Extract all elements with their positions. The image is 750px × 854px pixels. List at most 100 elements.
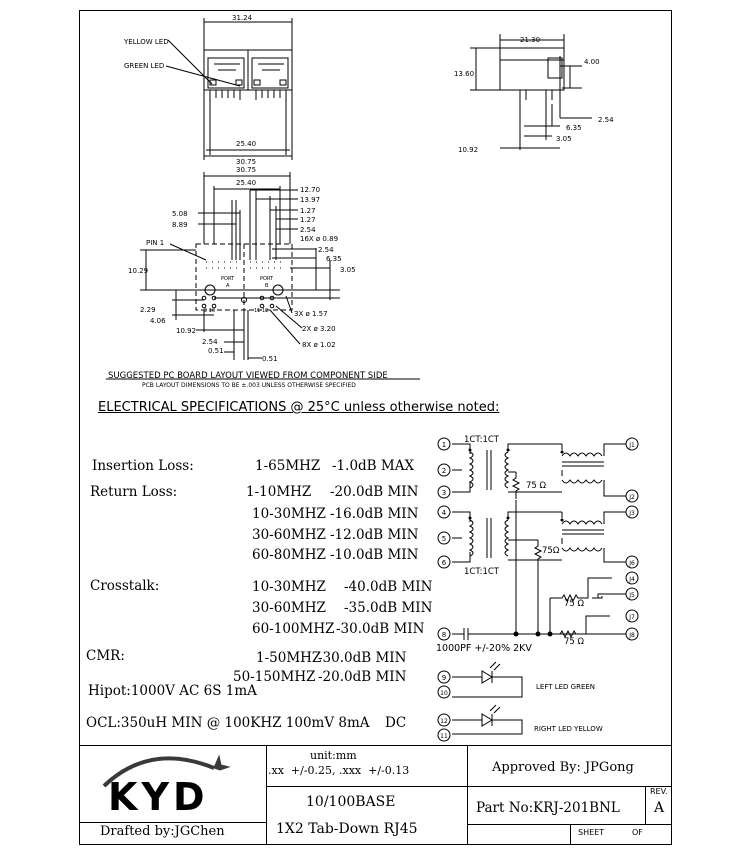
dim-front-overall: 30.75 bbox=[236, 158, 256, 166]
pin-label: 6 bbox=[442, 559, 447, 567]
rev-value: A bbox=[654, 800, 665, 816]
pin-label: 8 bbox=[442, 631, 446, 639]
product-name: 10/100BASE bbox=[306, 794, 396, 810]
ocl-dc: DC bbox=[385, 715, 407, 731]
hipot-spec: Hipot:1000V AC 6S 1mA bbox=[88, 683, 257, 699]
pin-label: 12 bbox=[440, 718, 448, 725]
sheet-border bbox=[79, 10, 672, 845]
insertion-loss-value: -1.0dB MAX bbox=[332, 458, 415, 474]
drafted-by: Drafted by:JGChen bbox=[100, 824, 225, 839]
crosstalk-value: -35.0dB MIN bbox=[344, 600, 433, 616]
dim-layout-r6: 2.54 bbox=[318, 246, 334, 254]
dim-layout-holes16: 16X ø 0.89 bbox=[300, 235, 338, 243]
label-pins-9-10: 9 10 bbox=[204, 308, 215, 314]
dim-layout-b3: 0.51 bbox=[262, 355, 278, 363]
pin-label: 1 bbox=[442, 441, 446, 449]
dim-layout-l3: 10.29 bbox=[128, 267, 148, 275]
crosstalk-freq: 60-100MHZ bbox=[252, 621, 335, 637]
logo-star-icon bbox=[213, 754, 231, 771]
label-yellow-led: YELLOW LED bbox=[123, 38, 169, 46]
pin-label: 9 bbox=[442, 674, 446, 682]
tolerance-label: .xx +/-0.25, .xxx +/-0.13 bbox=[268, 764, 410, 777]
approved-by: Approved By: JPGong bbox=[492, 760, 634, 775]
dim-front-pitch: 25.40 bbox=[236, 140, 256, 148]
dim-layout-l5: 4.06 bbox=[150, 317, 166, 325]
label-port-a: PORT bbox=[221, 276, 235, 282]
dim-layout-w2: 25.40 bbox=[236, 179, 256, 187]
pcb-layout bbox=[106, 172, 420, 380]
dim-side-d3: 3.05 bbox=[556, 135, 572, 143]
part-number: Part No:KRJ-201BNL bbox=[476, 800, 620, 816]
pin-label: 11 bbox=[440, 733, 448, 740]
pin-label: 2 bbox=[442, 467, 446, 475]
return-loss-value: -16.0dB MIN bbox=[330, 506, 419, 522]
r75-label-a: 75 Ω bbox=[526, 481, 547, 491]
insertion-loss-label: Insertion Loss: bbox=[92, 458, 194, 474]
return-loss-freq: 1-10MHZ bbox=[246, 484, 312, 500]
dim-layout-b1: 2.54 bbox=[202, 338, 218, 346]
insertion-loss-freq: 1-65MHZ bbox=[255, 458, 321, 474]
dim-layout-l4: 2.29 bbox=[140, 306, 156, 314]
side-view bbox=[470, 34, 592, 150]
dim-layout-r7: 6.35 bbox=[326, 255, 342, 263]
label-pin1: PIN 1 bbox=[146, 239, 164, 247]
schematic bbox=[437, 437, 639, 742]
return-loss-label: Return Loss: bbox=[90, 484, 178, 500]
crosstalk-label: Crosstalk: bbox=[90, 578, 160, 594]
layout-title: SUGGESTED PC BOARD LAYOUT VIEWED FROM CO… bbox=[108, 371, 388, 381]
label-port-b2: B bbox=[265, 283, 269, 289]
return-loss-freq: 30-60MHZ bbox=[252, 527, 326, 543]
cmr-value: -20.0dB MIN bbox=[318, 669, 407, 685]
dim-layout-w1: 30.75 bbox=[236, 166, 256, 174]
return-loss-freq: 60-80MHZ bbox=[252, 547, 326, 563]
r75-label-b: 75Ω bbox=[542, 546, 560, 556]
dim-layout-l1: 5.08 bbox=[172, 210, 188, 218]
label-port-a2: A bbox=[226, 283, 230, 289]
cmr-label: CMR: bbox=[86, 648, 125, 664]
dim-side-d1: 2.54 bbox=[598, 116, 614, 124]
pin-label: J2 bbox=[628, 494, 635, 501]
return-loss-value: -20.0dB MIN bbox=[330, 484, 419, 500]
pin-label: 3 bbox=[442, 489, 446, 497]
dim-layout-r4: 1.27 bbox=[300, 216, 316, 224]
dim-layout-r5: 2.54 bbox=[300, 226, 316, 234]
rev-label: REV. bbox=[650, 787, 668, 796]
units-label: unit:mm bbox=[310, 749, 357, 762]
pin-label: J1 bbox=[628, 442, 635, 449]
return-loss-value: -10.0dB MIN bbox=[330, 547, 419, 563]
pin-label: 10 bbox=[440, 690, 448, 697]
dim-front-width: 31.24 bbox=[232, 14, 253, 22]
crosstalk-freq: 30-60MHZ bbox=[252, 600, 326, 616]
front-view bbox=[165, 18, 293, 160]
dim-layout-l6: 10.92 bbox=[176, 327, 196, 335]
ct-label-2: 1CT:1CT bbox=[464, 567, 500, 577]
pin-circles-left bbox=[437, 437, 451, 742]
cmr-freq: 50-150MHZ bbox=[233, 669, 316, 685]
sheet-label: SHEET bbox=[578, 828, 605, 837]
pin-label: J5 bbox=[628, 592, 635, 599]
r75-label-c: 75 Ω bbox=[564, 599, 585, 609]
pin-circles-right bbox=[625, 437, 639, 641]
of-label: OF bbox=[632, 828, 643, 837]
r75-label-d: 75 Ω bbox=[564, 637, 585, 647]
dim-layout-r8: 3.05 bbox=[340, 266, 356, 274]
pin-label: 5 bbox=[442, 535, 446, 543]
pin-label: J6 bbox=[628, 560, 635, 567]
dim-side-width: 21.30 bbox=[520, 36, 540, 44]
crosstalk-value: -30.0dB MIN bbox=[336, 621, 425, 637]
pin-label: 4 bbox=[442, 509, 447, 517]
pin-label: J3 bbox=[628, 510, 635, 517]
left-led-label: LEFT LED GREEN bbox=[536, 683, 595, 691]
ocl-spec: OCL:350uH MIN @ 100KHZ 100mV 8mA bbox=[86, 715, 370, 731]
dim-layout-l2: 8.89 bbox=[172, 221, 188, 229]
pin-label: J4 bbox=[628, 576, 635, 583]
spec-heading: ELECTRICAL SPECIFICATIONS @ 25°C unless … bbox=[98, 400, 500, 415]
dim-layout-h8: 8X ø 1.02 bbox=[302, 341, 336, 349]
dim-layout-b2: 0.51 bbox=[208, 347, 224, 355]
dim-layout-r3: 1.27 bbox=[300, 207, 316, 215]
product-desc: 1X2 Tab-Down RJ45 bbox=[276, 821, 418, 837]
dim-layout-h3: 3X ø 1.57 bbox=[294, 310, 328, 318]
label-green-led: GREEN LED bbox=[124, 62, 164, 70]
